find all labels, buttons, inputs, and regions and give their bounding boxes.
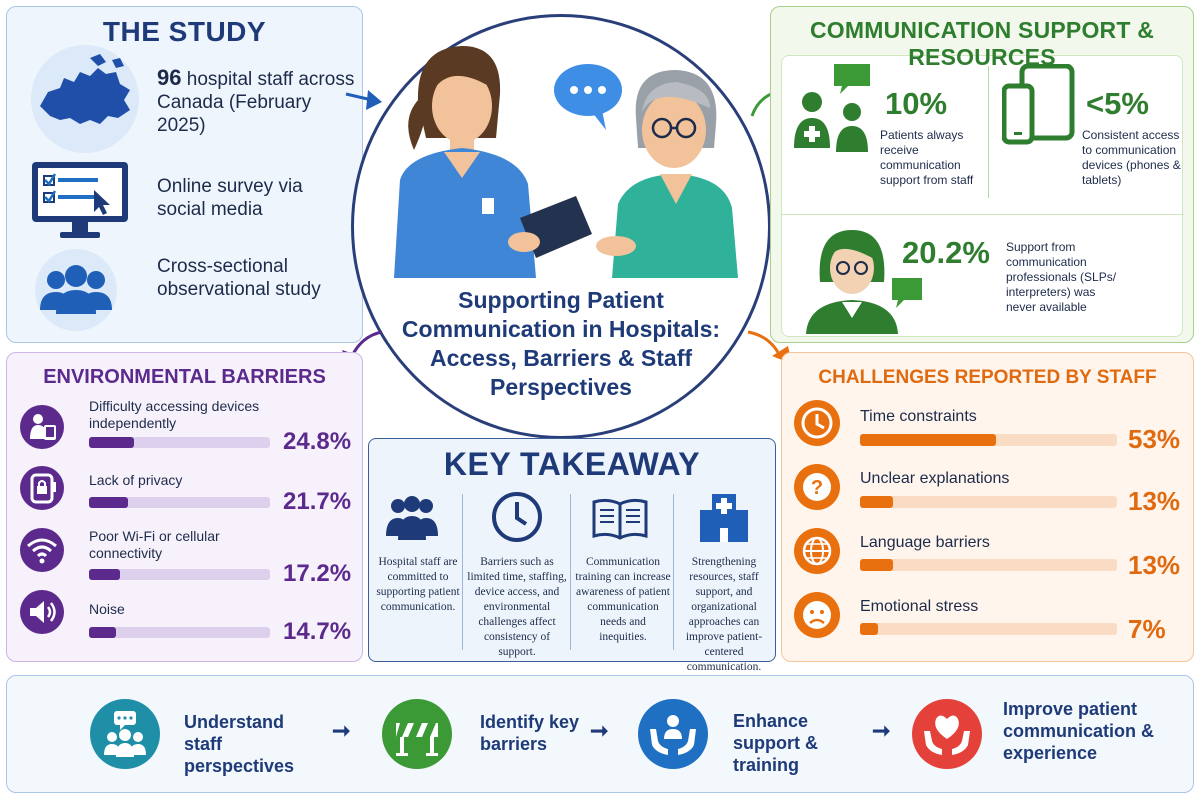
study-item-design: Cross-sectional observational study [157,256,321,300]
question-icon: ? [794,464,840,510]
challenge-3-pct: 13% [1128,550,1181,580]
env-item-4-label: Noise [89,601,125,617]
env-item-3-track [89,569,270,580]
book-icon [592,498,648,540]
env-item-1-label: Difficulty accessing devices independent… [89,398,260,431]
comm-stat1-value: 10% [885,86,948,121]
staff-pair-icon [794,64,870,152]
study-staff-text: hospital staff across Canada (February 2… [157,69,355,136]
env-item-3-label: Poor Wi-Fi or cellular connectivity [89,528,220,561]
flow-panel [6,675,1194,793]
survey-monitor-icon [32,162,128,238]
nurse-patient-illustration [394,46,738,278]
challenge-4-fill [860,623,878,635]
challenge-2-pct: 13% [1128,486,1181,516]
flow-arrow-3: ➞ [872,718,891,743]
sad-face-icon [794,592,840,638]
env-item-4-pct: 14.7% [283,618,352,645]
center-title: Supporting Patient Communication in Hosp… [401,287,721,400]
challenge-3-track [860,559,1117,571]
challenge-4-pct: 7% [1128,614,1166,644]
flow-arrow-2: ➞ [590,718,609,743]
key-panel [368,438,776,662]
key-col-2: Barriers such as limited time, staffing,… [467,556,567,658]
comm-title: COMMUNICATION SUPPORT & RESOURCES [809,17,1155,70]
flow-arrow-1: ➞ [332,718,351,743]
clock-icon [492,492,542,542]
env-item-2-label: Lack of privacy [89,472,183,488]
key-title: KEY TAKEAWAY [443,446,701,482]
hospital-icon [700,494,748,542]
challenge-2-track [860,496,1117,508]
wifi-icon [20,528,64,572]
mobile-devices-icon [1002,64,1075,145]
study-title: THE STUDY [102,16,267,47]
flow-step-1: Understand staff perspectives [184,712,295,776]
arrow-right-icon [345,90,382,110]
clock-icon [794,400,840,446]
env-item-2-track [89,497,270,508]
challenges-title: CHALLENGES REPORTED BY STAFF [818,367,1157,388]
professional-woman-icon [806,230,922,334]
study-staff-count: 96 [157,65,182,90]
env-item-3-fill [89,569,121,580]
key-divider-2 [570,494,571,650]
speaker-icon [20,590,64,634]
canada-map-icon [31,45,139,153]
challenge-4-track [860,623,1117,635]
env-item-4-track [89,627,270,638]
challenge-3-label: Language barriers [860,534,990,551]
chat-group-icon [90,699,160,769]
env-item-1-track [89,437,270,448]
challenge-4-label: Emotional stress [860,598,979,615]
comm-stat1-text: Patients always receive communication su… [880,128,974,187]
comm-stat2-text: Consistent access to communication devic… [1082,128,1181,187]
env-item-1-pct: 24.8% [283,428,352,455]
key-divider-3 [673,494,674,650]
flow-step-2: Identify key barriers [480,712,580,754]
flow-step-3: Enhance support & training [733,711,818,775]
env-item-2-fill [89,497,129,508]
key-divider-1 [462,494,463,650]
env-item-1-fill [89,437,134,448]
svg-text:?: ? [811,477,823,499]
key-col-3: Communication training can increase awar… [575,556,671,643]
study-item-staff: 96 hospital staff across Canada (Februar… [157,66,357,137]
env-item-4-fill [89,627,116,638]
challenge-1-fill [860,434,997,446]
env-item-2-pct: 21.7% [283,488,352,515]
comm-hdivider [782,214,1184,215]
flow-step-4: Improve patient communication & experien… [1003,699,1155,763]
tablet-person-icon [20,405,64,449]
globe-icon [794,528,840,574]
comm-stat3-text: Support from communication professionals… [1006,240,1117,314]
comm-stat3-value: 20.2% [902,235,990,270]
people-group-icon [386,496,438,540]
challenge-1-label: Time constraints [860,408,977,425]
study-item-survey: Online survey via social media [157,176,303,220]
heart-hands-icon [912,699,982,769]
privacy-lock-icon [20,466,64,510]
challenge-3-fill [860,559,894,571]
challenge-2-fill [860,496,894,508]
challenge-1-pct: 53% [1128,424,1181,454]
care-hands-icon [638,699,708,769]
people-group-icon [35,249,117,331]
key-col-4: Strengthening resources, staff support, … [685,556,763,673]
comm-stat2-value: <5% [1086,86,1149,121]
barrier-icon [382,699,452,769]
comm-divider [988,66,989,198]
env-title: ENVIRONMENTAL BARRIERS [43,366,326,388]
challenge-2-label: Unclear explanations [860,470,1010,487]
challenge-1-track [860,434,1117,446]
key-col-1: Hospital staff are committed to supporti… [376,556,460,613]
env-item-3-pct: 17.2% [283,560,352,587]
